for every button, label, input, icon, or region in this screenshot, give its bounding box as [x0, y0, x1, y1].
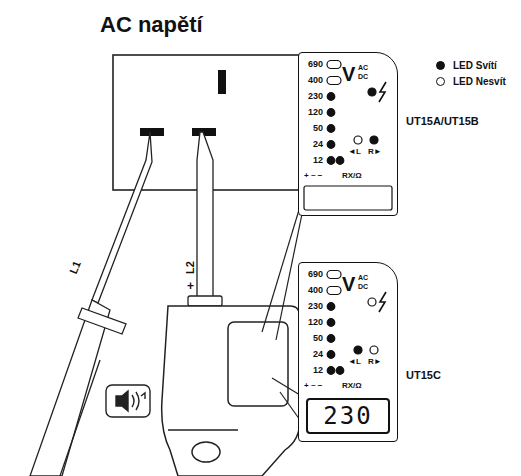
- earth-slot: [218, 70, 226, 94]
- led: [354, 346, 362, 354]
- model-label: UT15A/UT15B: [406, 116, 479, 127]
- polarity-mark: +: [186, 280, 195, 292]
- led-on: [327, 93, 335, 101]
- leader-line: [262, 200, 302, 420]
- led-on: [327, 141, 335, 149]
- voltage-value: 12: [300, 156, 323, 165]
- led-off: [327, 287, 341, 295]
- legend-text: LED Svítí: [453, 60, 497, 71]
- led-panel: 690 400 230 120 50 24 12 VAC DC ◄L R► + ~ − RX/Ω UT15…: [298, 262, 443, 442]
- probe-label: L2: [185, 260, 196, 275]
- panel-marking: + ~ −: [304, 172, 322, 180]
- voltage-value: 24: [300, 140, 323, 149]
- led: [368, 298, 376, 306]
- led-on: [327, 367, 335, 375]
- voltage-value: 230: [300, 302, 323, 311]
- voltage-value: 120: [300, 318, 323, 327]
- voltage-value: 230: [300, 92, 323, 101]
- led: [354, 136, 362, 144]
- panel-marking: V: [342, 64, 355, 84]
- probe-label: L1: [68, 259, 84, 277]
- voltage-value: 120: [300, 108, 323, 117]
- voltage-value: 690: [300, 60, 323, 69]
- voltage-value: 50: [300, 334, 323, 343]
- buzzer-icon: [106, 385, 150, 417]
- led-on: [327, 109, 335, 117]
- led-off: [327, 271, 341, 279]
- lcd-display: 230: [306, 398, 390, 434]
- led-off-symbol: [436, 77, 445, 86]
- lightning-symbol: [379, 82, 386, 102]
- voltage-value: 12: [300, 366, 323, 375]
- voltage-value: 50: [300, 124, 323, 133]
- display-reading: 230: [323, 402, 372, 430]
- tester-body: [162, 306, 300, 476]
- panel-marking: DC: [358, 73, 368, 80]
- legend-row: LED Svítí: [436, 60, 506, 71]
- panel-marking: ◄L: [348, 148, 361, 156]
- legend-row: LED Nesvít: [436, 76, 506, 87]
- panel-marking: RX/Ω: [342, 172, 362, 180]
- panel-marking: R►: [368, 358, 382, 366]
- model-label: UT15C: [406, 370, 441, 381]
- led-on: [327, 157, 335, 165]
- led-on: [336, 157, 344, 165]
- voltage-value: 400: [300, 76, 323, 85]
- led-on: [327, 303, 335, 311]
- panel-marking: DC: [358, 283, 368, 290]
- voltage-value: 400: [300, 286, 323, 295]
- lightning-symbol: [379, 292, 386, 312]
- led-on: [327, 351, 335, 359]
- led: [368, 88, 376, 96]
- led-on: [327, 125, 335, 133]
- voltage-value: 690: [300, 270, 323, 279]
- blank-window: [304, 186, 392, 210]
- led-on: [336, 367, 344, 375]
- legend: LED SvítíLED Nesvít: [436, 60, 506, 92]
- panel-marking: AC: [358, 64, 368, 71]
- panel-marking: + ~ −: [304, 382, 322, 390]
- led-off: [327, 77, 341, 85]
- title: AC napětí: [100, 14, 203, 36]
- led: [370, 136, 378, 144]
- led-on-symbol: [436, 61, 445, 70]
- legend-text: LED Nesvít: [453, 76, 506, 87]
- panel-marking: AC: [358, 274, 368, 281]
- led: [370, 346, 378, 354]
- led-off: [327, 61, 341, 69]
- voltage-value: 24: [300, 350, 323, 359]
- led-on: [327, 319, 335, 327]
- probe-l1: [30, 132, 152, 476]
- panel-marking: ◄L: [348, 358, 361, 366]
- panel-marking: RX/Ω: [342, 382, 362, 390]
- socket-hole: [140, 128, 164, 136]
- panel-marking: R►: [368, 148, 382, 156]
- led-on: [327, 335, 335, 343]
- panel-marking: V: [342, 274, 355, 294]
